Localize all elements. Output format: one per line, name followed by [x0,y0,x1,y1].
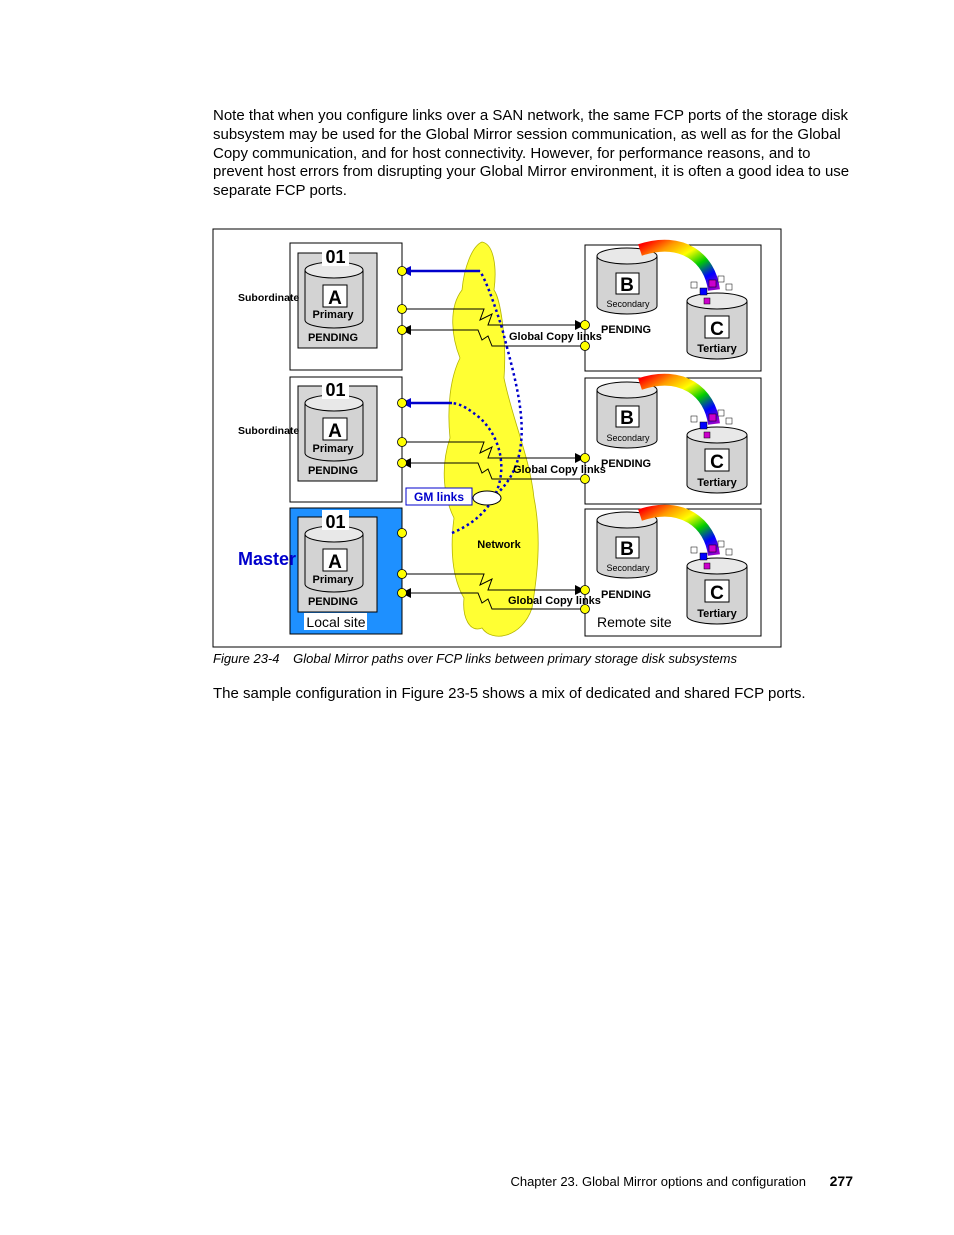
figure-caption-number: Figure 23-4 [213,651,280,666]
page-footer: Chapter 23. Global Mirror options and co… [510,1173,853,1189]
intro-paragraph: Note that when you configure links over … [213,107,850,200]
svg-text:A: A [328,288,342,309]
footer-chapter: Chapter 23. Global Mirror options and co… [510,1174,807,1189]
svg-text:B: B [620,408,634,429]
gm-links-bundle-icon [472,490,502,506]
master-label: Master [238,549,296,569]
pending-label-remote-2: PENDING [601,458,651,470]
tertiary-cylinder-2 [686,426,748,494]
sparkle-icon-1 [690,275,733,305]
primary-label-1: Primary [313,309,355,321]
tertiary-label-2: Tertiary [697,477,737,489]
global-copy-links-label-1: Global Copy links [509,331,602,343]
tertiary-cylinder-1 [686,292,748,360]
gm-link-master-to-sub1 [401,266,523,499]
svg-text:01: 01 [325,247,345,267]
gm-link-master-to-sub2 [401,398,503,535]
svg-text:B: B [620,539,634,560]
page-number: 277 [829,1173,853,1189]
subordinate-label-2: Subordinate [238,425,299,437]
pending-label-local-3: PENDING [308,596,358,608]
sparkle-icon-2 [690,409,733,439]
figure-caption: Figure 23-4 Global Mirror paths over FCP… [213,651,737,666]
global-mirror-paths-diagram: 01 01 01 A A A Primary Primary Primary P… [212,228,782,648]
pending-label-remote-1: PENDING [601,324,651,336]
primary-label-3: Primary [313,574,355,586]
svg-text:01: 01 [325,512,345,532]
local-site-label: Local site [306,614,365,630]
session-id-label-2: 01 [322,379,349,400]
tertiary-label-1: Tertiary [697,343,737,355]
global-copy-links-label-2: Global Copy links [513,464,606,476]
primary-label-2: Primary [313,443,355,455]
svg-text:01: 01 [325,380,345,400]
gm-links-label: GM links [414,490,464,504]
sample-configuration-paragraph: The sample configuration in Figure 23-5 … [213,685,806,702]
svg-text:C: C [710,583,724,604]
secondary-label-1: Secondary [606,299,650,309]
global-copy-links-2 [401,441,585,480]
pending-label-local-1: PENDING [308,332,358,344]
global-copy-links-label-3: Global Copy links [508,595,601,607]
secondary-label-2: Secondary [606,433,650,443]
volume-a-box-1 [322,284,348,308]
global-copy-links-1 [401,308,585,347]
secondary-label-3: Secondary [606,563,650,573]
network-cloud [443,241,539,637]
remote-site-label: Remote site [597,614,672,630]
pending-label-remote-3: PENDING [601,589,651,601]
svg-text:A: A [328,421,342,442]
network-label: Network [477,539,521,551]
figure-caption-text: Global Mirror paths over FCP links betwe… [293,651,737,666]
sparkle-icon-3 [690,540,733,570]
pending-label-local-2: PENDING [308,465,358,477]
global-copy-links-3 [401,573,585,610]
subordinate-label-1: Subordinate [238,292,299,304]
svg-text:B: B [620,275,634,296]
volume-a-box-3 [322,548,348,572]
session-id-label-1: 01 [322,246,349,267]
tertiary-cylinder-3 [686,557,748,625]
svg-text:A: A [328,552,342,573]
volume-a-box-2 [322,417,348,441]
port-icons [397,266,590,614]
session-id-label-3: 01 [322,510,349,532]
tertiary-label-3: Tertiary [697,608,737,620]
svg-text:C: C [710,319,724,340]
svg-text:C: C [710,452,724,473]
